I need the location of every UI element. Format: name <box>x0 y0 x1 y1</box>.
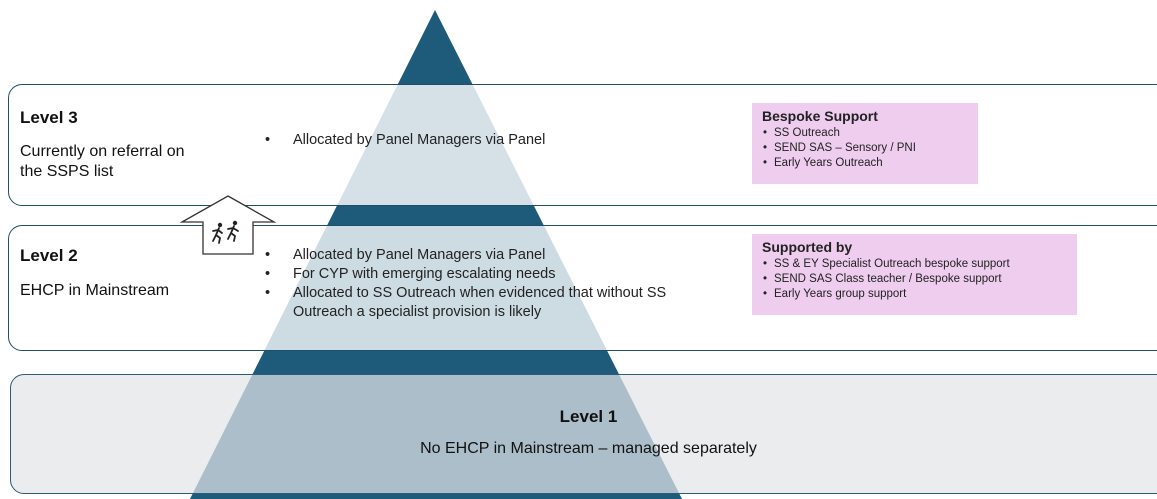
bespoke-support-heading: Bespoke Support <box>762 108 878 124</box>
level-2-title: Level 2 <box>20 246 78 265</box>
level-2-subtitle: EHCP in Mainstream <box>20 282 170 299</box>
level-3-title: Level 3 <box>20 108 78 127</box>
up-arrow-icon <box>179 195 277 255</box>
bespoke-support-list: SS Outreach SEND SAS – Sensory / PNI Ear… <box>762 126 968 171</box>
list-item: Early Years Outreach <box>762 156 968 171</box>
level-3-bullet-list: Allocated by Panel Managers via Panel <box>263 131 545 150</box>
level-3-subtitle-line1: Currently on referral on <box>20 143 185 160</box>
list-item: Outreach a specialist provision is likel… <box>263 303 666 322</box>
supported-by-box: Supported by SS & EY Specialist Outreach… <box>752 234 1077 315</box>
list-item: Allocated to SS Outreach when evidenced … <box>263 284 666 303</box>
list-item: Allocated by Panel Managers via Panel <box>263 246 666 265</box>
level-1-subtitle: No EHCP in Mainstream – managed separate… <box>420 440 757 457</box>
list-item: Allocated by Panel Managers via Panel <box>263 131 545 150</box>
bespoke-support-box: Bespoke Support SS Outreach SEND SAS – S… <box>752 103 978 184</box>
supported-by-heading: Supported by <box>762 239 853 255</box>
list-item: SEND SAS Class teacher / Bespoke support <box>762 272 1067 287</box>
list-item: SS Outreach <box>762 126 968 141</box>
list-item-continuation: Outreach a specialist provision is likel… <box>293 304 542 320</box>
level-3-subtitle-line2: the SSPS list <box>20 163 114 180</box>
list-item: For CYP with emerging escalating needs <box>263 265 666 284</box>
level-2-bullet-list: Allocated by Panel Managers via Panel Fo… <box>263 246 666 322</box>
running-people-icon <box>212 220 239 244</box>
level-1-panel <box>10 374 1157 494</box>
level-1-title: Level 1 <box>559 407 618 426</box>
supported-by-list: SS & EY Specialist Outreach bespoke supp… <box>762 257 1067 302</box>
list-item: SS & EY Specialist Outreach bespoke supp… <box>762 257 1067 272</box>
escalation-arrow <box>178 194 278 256</box>
list-item: Early Years group support <box>762 287 1067 302</box>
list-item: SEND SAS – Sensory / PNI <box>762 141 968 156</box>
